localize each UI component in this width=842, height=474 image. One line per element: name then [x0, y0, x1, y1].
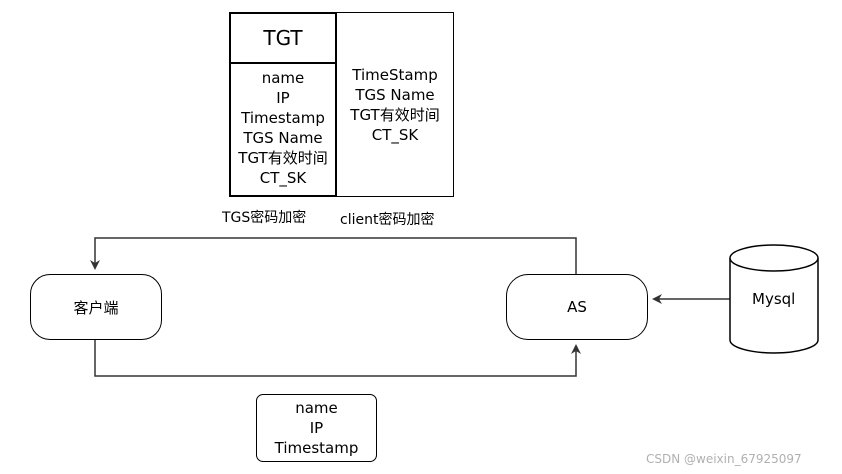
client-field: CT_SK — [371, 125, 419, 144]
tgt-field: CT_SK — [259, 169, 307, 187]
client-node: 客户端 — [30, 274, 162, 340]
tgt-title-cell: TGT — [231, 14, 335, 64]
tgt-title: TGT — [263, 26, 303, 50]
tgt-field: Timestamp — [241, 109, 325, 127]
request-field: IP — [309, 419, 324, 437]
client-to-as-arrow — [94, 340, 581, 377]
client-field: TGS Name — [355, 85, 435, 104]
mysql-label: Mysql — [752, 290, 796, 308]
request-field: name — [295, 399, 338, 417]
client-encrypted-box: TimeStamp TGS Name TGT有效时间 CT_SK — [336, 12, 454, 197]
tgt-caption: TGS密码加密 — [222, 210, 307, 226]
tgt-field: name — [261, 69, 305, 87]
request-field: Timestamp — [274, 439, 359, 457]
tgt-field: IP — [276, 89, 290, 107]
mysql-cylinder — [729, 244, 819, 354]
request-box: name IP Timestamp — [256, 394, 377, 462]
client-node-label: 客户端 — [73, 298, 119, 317]
watermark-text: CSDN @weixin_67925097 — [646, 452, 802, 466]
as-node: AS — [506, 274, 648, 340]
tgt-field: TGS Name — [243, 129, 323, 147]
as-to-client-arrow — [90, 237, 577, 274]
client-caption: client密码加密 — [340, 212, 435, 228]
client-field: TGT有效时间 — [350, 105, 440, 124]
as-node-label: AS — [567, 298, 587, 316]
tgt-field: TGT有效时间 — [238, 149, 328, 167]
client-field: TimeStamp — [352, 65, 438, 84]
tgt-fields: name IP Timestamp TGS Name TGT有效时间 CT_SK — [231, 64, 335, 192]
tgt-box: TGT name IP Timestamp TGS Name TGT有效时间 C… — [229, 12, 337, 197]
